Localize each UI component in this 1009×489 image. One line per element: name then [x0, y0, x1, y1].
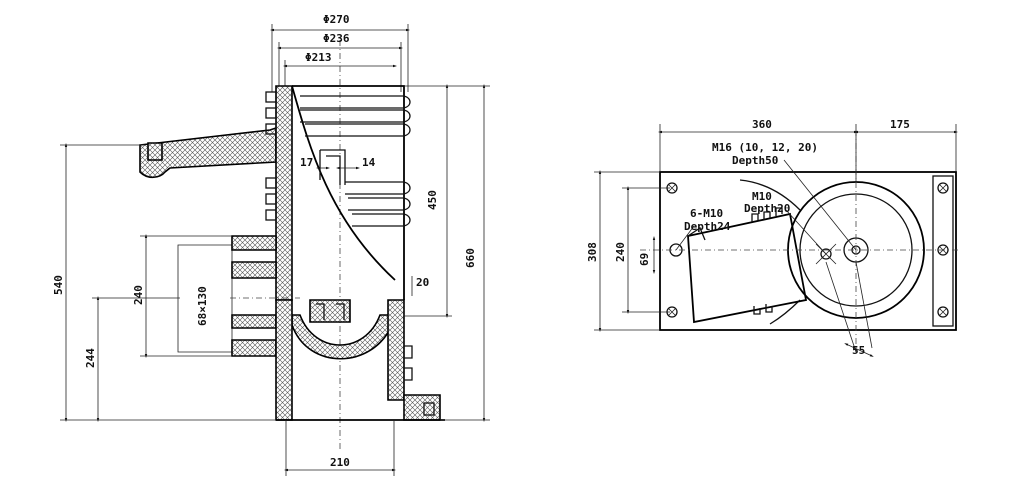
- holes-6-m10: 6-M10: [690, 207, 723, 220]
- dim-window: 68×130: [196, 286, 209, 326]
- dim-phi270: Φ270: [323, 13, 350, 26]
- left-wall: [275, 85, 293, 301]
- thread-m16: M16 (10, 12, 20): [712, 141, 818, 154]
- dim-175: 175: [890, 118, 910, 131]
- arm-ribs: [751, 207, 783, 315]
- holes-depth: Depth24: [684, 220, 731, 233]
- dim-210: 210: [330, 456, 350, 469]
- dim-450: 450: [426, 190, 439, 210]
- dim-14: 14: [362, 156, 376, 169]
- right-mount-strip: [932, 175, 954, 327]
- dim-phi213: Φ213: [305, 51, 332, 64]
- lower-right-ribs: [404, 345, 413, 381]
- side-view: Φ270 Φ236 Φ213 17 14: [52, 13, 490, 476]
- dim-69: 69: [638, 253, 651, 266]
- dim-17: 17: [300, 156, 313, 169]
- lower-left-ribs: [231, 235, 277, 357]
- dim-240-side: 240: [132, 285, 145, 305]
- dim-line-55: [844, 343, 874, 357]
- thread-m10: M10: [752, 190, 772, 203]
- dim-240-top: 240: [614, 242, 627, 262]
- arm-tip-knob: [147, 142, 163, 161]
- top-diameter-dims: [270, 24, 410, 92]
- dim-phi236: Φ236: [323, 32, 350, 45]
- thread-m16-depth: Depth50: [732, 154, 778, 167]
- dim-660: 660: [464, 248, 477, 268]
- upper-left-ribs: [265, 91, 277, 221]
- dim-360: 360: [752, 118, 772, 131]
- dim-55: 55: [852, 344, 865, 357]
- right-sheds: [300, 95, 411, 227]
- lower-right-wall: [387, 299, 405, 401]
- insert-pocket: [319, 149, 346, 185]
- upper-shed-outline: [291, 85, 405, 300]
- dim-244: 244: [84, 348, 97, 368]
- top-view: 360 175 M16 (10, 12, 20) Depth50 M10 Dep…: [586, 118, 960, 357]
- dim-20: 20: [416, 276, 429, 289]
- base-plate: [659, 171, 957, 331]
- dim-308: 308: [586, 242, 599, 262]
- mounting-holes: [666, 182, 949, 318]
- thread-m10-depth: Depth20: [744, 202, 790, 215]
- dim-540: 540: [52, 275, 65, 295]
- lower-left-wall: [275, 299, 293, 421]
- angled-arm: [687, 212, 808, 324]
- top-screw-seat: [309, 299, 351, 323]
